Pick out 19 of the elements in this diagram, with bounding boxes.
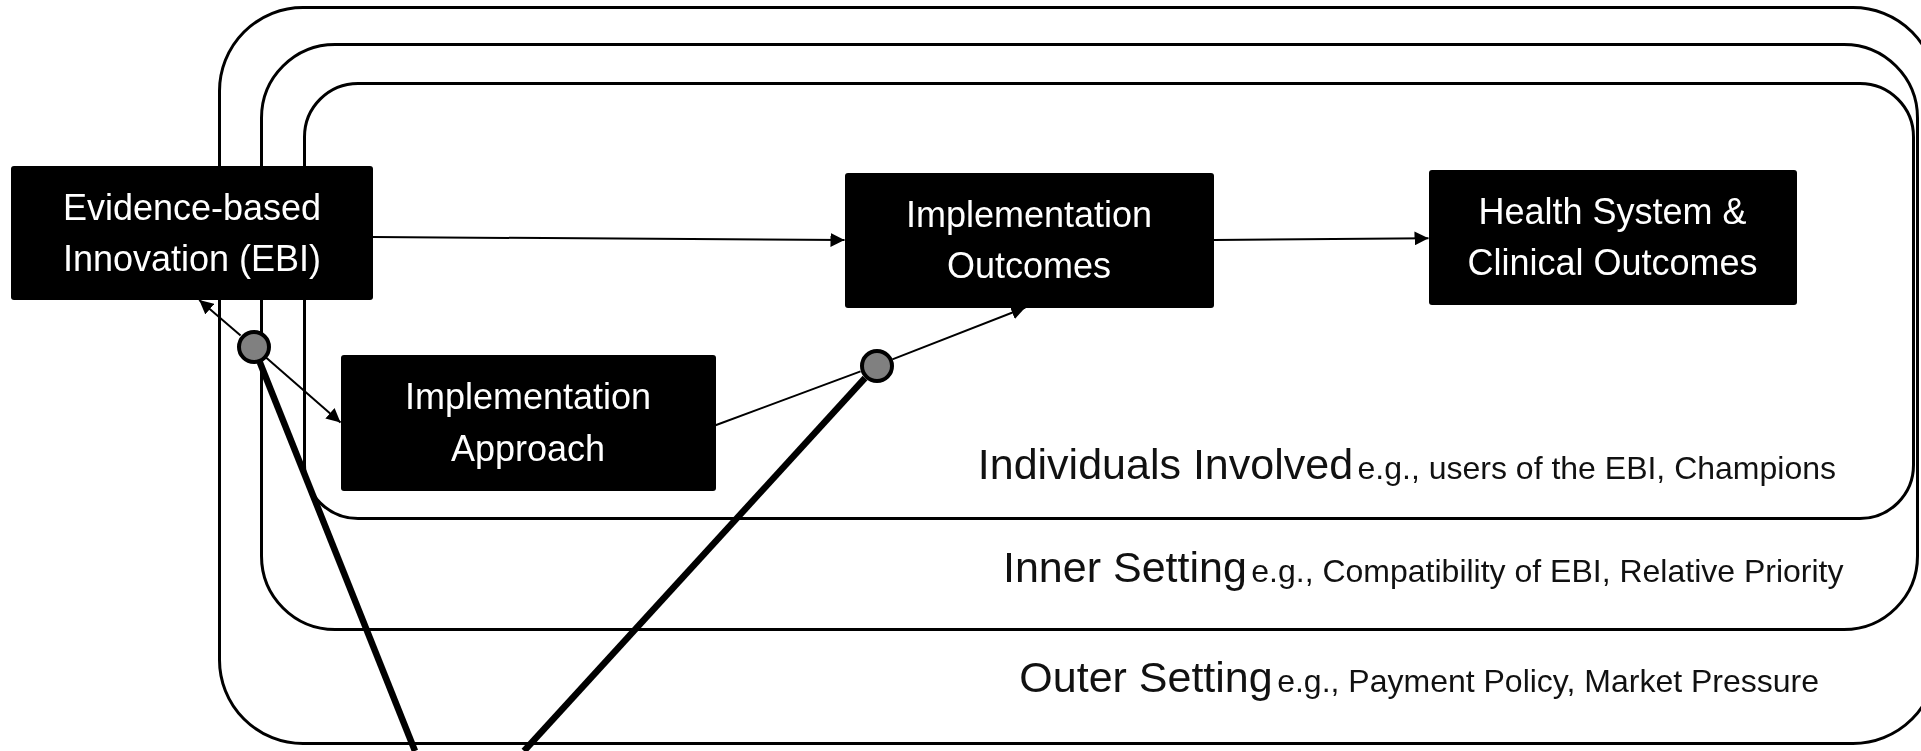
band-heading: Outer Setting: [1019, 653, 1273, 701]
band-examples: e.g., users of the EBI, Champions: [1357, 450, 1836, 486]
concept-box: Health System & Clinical Outcomes: [1428, 169, 1797, 305]
concept-box: Evidence-based Innovation (EBI): [11, 166, 373, 300]
thick-line: [256, 361, 418, 751]
thick-line: [521, 375, 868, 751]
arrow: [372, 232, 846, 247]
arrow: [265, 356, 342, 424]
concept-box: Implementation Approach: [340, 354, 716, 491]
band-examples: e.g., Payment Policy, Market Pressure: [1277, 663, 1819, 699]
concept-box: Implementation Outcomes: [844, 172, 1214, 308]
junction-circle: [236, 329, 271, 364]
arrow: [1212, 231, 1430, 246]
arrow: [198, 299, 242, 337]
band-examples: e.g., Compatibility of EBI, Relative Priority: [1251, 552, 1844, 589]
band-heading: Individuals Involved: [977, 440, 1354, 488]
band-heading: Inner Setting: [1003, 542, 1247, 591]
arrow: [891, 306, 1027, 361]
junction-circle: [859, 348, 894, 383]
